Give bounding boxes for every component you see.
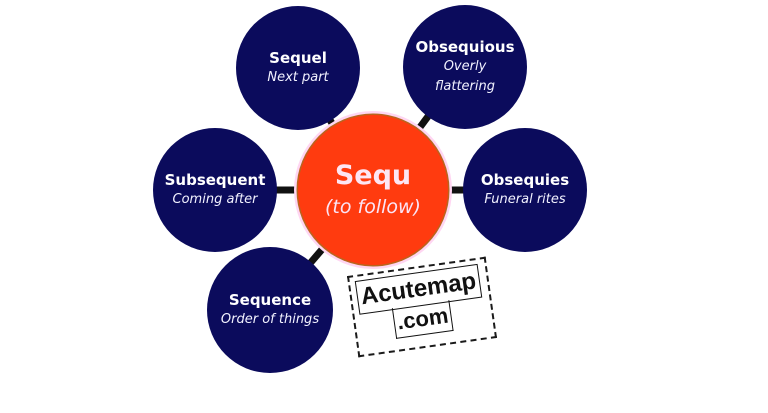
node-definition: Funeral rites bbox=[484, 191, 566, 207]
node-definition: Overly flattering bbox=[434, 58, 495, 94]
node-definition: Coming after bbox=[172, 191, 258, 207]
node-term: Obsequies bbox=[480, 170, 570, 189]
node-sequence: Sequence Order of things bbox=[207, 247, 333, 373]
node-sequel: Sequel Next part bbox=[236, 6, 360, 130]
node-obsequious: Obsequious Overly flattering bbox=[403, 5, 527, 129]
node-term: Sequel bbox=[269, 48, 327, 67]
root-word: Sequ bbox=[334, 160, 412, 191]
node-subsequent: Subsequent Coming after bbox=[153, 128, 277, 252]
node-definition: Order of things bbox=[220, 311, 320, 327]
node-term: Subsequent bbox=[164, 170, 266, 189]
root-meaning: (to follow) bbox=[325, 196, 421, 218]
node-term: Sequence bbox=[228, 290, 312, 309]
node-obsequies: Obsequies Funeral rites bbox=[463, 128, 587, 252]
node-definition: Next part bbox=[267, 69, 329, 85]
root-node: Sequ (to follow) bbox=[298, 115, 448, 265]
node-term: Obsequious bbox=[415, 37, 515, 56]
